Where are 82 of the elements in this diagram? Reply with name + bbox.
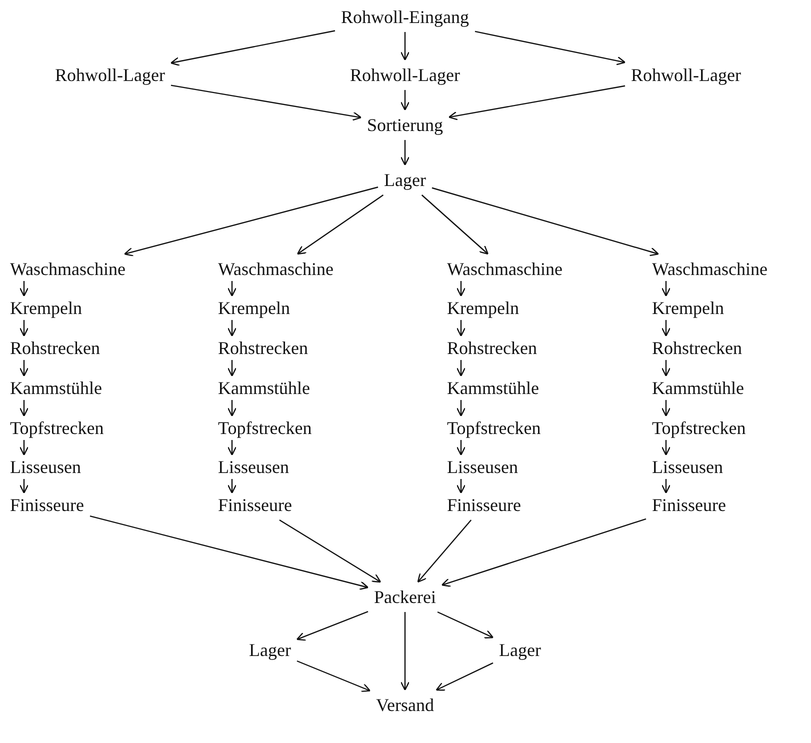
node-label: Topfstrecken [8, 417, 106, 439]
node-label: Waschmaschine [445, 258, 565, 280]
node-label: Finisseure [8, 494, 86, 516]
arrow [19, 479, 29, 494]
arrow [170, 30, 336, 66]
node-label: Kammstühle [216, 377, 312, 399]
node-label: Krempeln [445, 297, 521, 319]
node-label: Rohwoll-Lager [53, 64, 167, 86]
node-label: Lisseusen [445, 456, 520, 478]
arrow [421, 194, 489, 255]
node-label: Rohstrecken [8, 337, 102, 359]
arrow [661, 320, 671, 337]
arrow [456, 281, 466, 297]
arrow [661, 479, 671, 494]
arrow [170, 84, 362, 121]
arrow [432, 187, 659, 256]
node-label: Finisseure [216, 494, 294, 516]
node-label: Rohwoll-Lager [348, 64, 462, 86]
arrow [296, 610, 368, 641]
arrow [456, 400, 466, 417]
arrow [19, 281, 29, 297]
node-label: Krempeln [650, 297, 726, 319]
arrow [400, 90, 410, 111]
arrow [19, 440, 29, 456]
arrow [456, 320, 466, 337]
arrow [456, 360, 466, 377]
arrow [227, 281, 237, 297]
node-label: Krempeln [8, 297, 84, 319]
arrow [400, 32, 410, 61]
arrow [661, 360, 671, 377]
node-label: Rohstrecken [650, 337, 744, 359]
node-label: Lager [382, 169, 428, 191]
node-label: Kammstühle [8, 377, 104, 399]
node-label: Lisseusen [216, 456, 291, 478]
node-label: Finisseure [650, 494, 728, 516]
arrow [661, 281, 671, 297]
arrow [661, 440, 671, 456]
arrow [19, 400, 29, 417]
arrow [417, 520, 472, 583]
arrow [227, 440, 237, 456]
arrow [400, 612, 410, 691]
node-label: Waschmaschine [650, 258, 770, 280]
arrow [436, 662, 494, 691]
arrow [90, 515, 369, 590]
node-label: Rohstrecken [445, 337, 539, 359]
arrow [227, 360, 237, 377]
arrow [279, 519, 382, 583]
arrow [227, 320, 237, 337]
arrow [474, 30, 626, 66]
arrow [661, 400, 671, 417]
node-label: Kammstühle [445, 377, 541, 399]
node-label: Lisseusen [8, 456, 83, 478]
node-label: Topfstrecken [445, 417, 543, 439]
arrow [437, 611, 494, 638]
node-label: Kammstühle [650, 377, 746, 399]
node-label: Lisseusen [650, 456, 725, 478]
node-label: Lager [497, 639, 543, 661]
arrow [448, 85, 626, 120]
arrow [456, 479, 466, 494]
arrow [19, 360, 29, 377]
arrow [441, 518, 646, 587]
node-label: Versand [374, 694, 436, 716]
node-label: Rohwoll-Eingang [339, 6, 471, 28]
arrow [456, 440, 466, 456]
arrow [296, 660, 371, 692]
arrow [124, 186, 378, 256]
arrow [227, 479, 237, 494]
node-label: Topfstrecken [650, 417, 748, 439]
arrow [296, 194, 384, 255]
node-label: Rohwoll-Lager [629, 64, 743, 86]
node-label: Packerei [372, 586, 438, 608]
node-label: Rohstrecken [216, 337, 310, 359]
node-label: Krempeln [216, 297, 292, 319]
node-label: Waschmaschine [8, 258, 128, 280]
node-label: Waschmaschine [216, 258, 336, 280]
arrow [400, 140, 410, 166]
arrow [227, 400, 237, 417]
node-label: Sortierung [365, 114, 445, 136]
node-label: Finisseure [445, 494, 523, 516]
node-label: Topfstrecken [216, 417, 314, 439]
arrow [19, 320, 29, 337]
node-label: Lager [247, 639, 293, 661]
